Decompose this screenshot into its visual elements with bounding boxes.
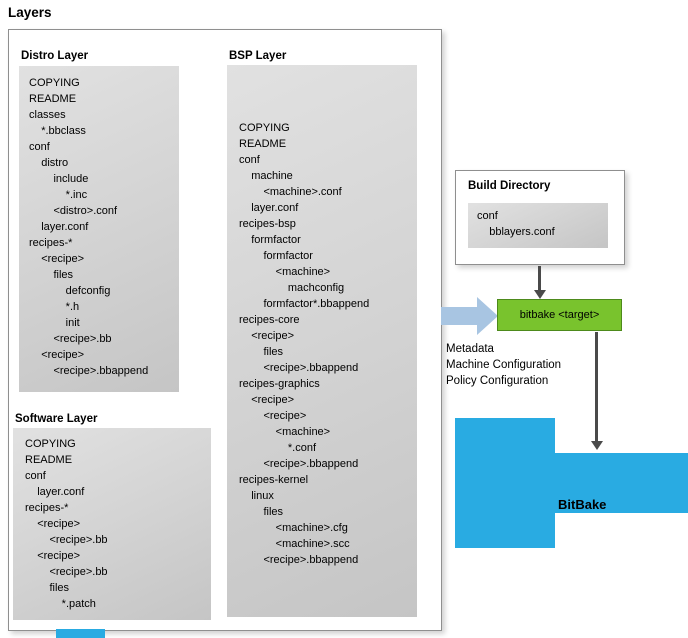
layers-container: Distro Layer COPYING README classes *.bb…	[8, 29, 442, 631]
bitbake-shape-bar	[555, 453, 688, 513]
build-directory-box: Build Directory conf bblayers.conf	[455, 170, 625, 265]
bsp-layer-tree: COPYING README conf machine <machine>.co…	[227, 65, 417, 617]
down-arrow-head-icon	[591, 441, 603, 450]
down-arrow-line	[538, 266, 541, 291]
build-directory-tree: conf bblayers.conf	[468, 203, 608, 248]
build-directory-label: Build Directory	[468, 180, 551, 192]
down-arrow-line	[595, 332, 598, 442]
bitbake-label: BitBake	[558, 497, 607, 512]
bitbake-target-box: bitbake <target>	[497, 299, 622, 331]
bsp-layer-label: BSP Layer	[229, 50, 287, 62]
distro-layer-tree: COPYING README classes *.bbclass conf di…	[19, 66, 179, 392]
right-arrow-layers-input-icon	[441, 297, 498, 335]
down-arrow-head-icon	[534, 290, 546, 299]
software-layer-tree: COPYING README conf layer.conf recipes-*…	[13, 428, 211, 620]
cropped-blue-fragment	[56, 629, 105, 638]
bitbake-shape-body	[455, 418, 555, 548]
software-layer-label: Software Layer	[15, 413, 98, 425]
input-notes: Metadata Machine Configuration Policy Co…	[446, 343, 562, 387]
bitbake-target-label: bitbake <target>	[519, 309, 600, 321]
distro-layer-label: Distro Layer	[21, 50, 89, 62]
page-title: Layers	[8, 5, 52, 20]
